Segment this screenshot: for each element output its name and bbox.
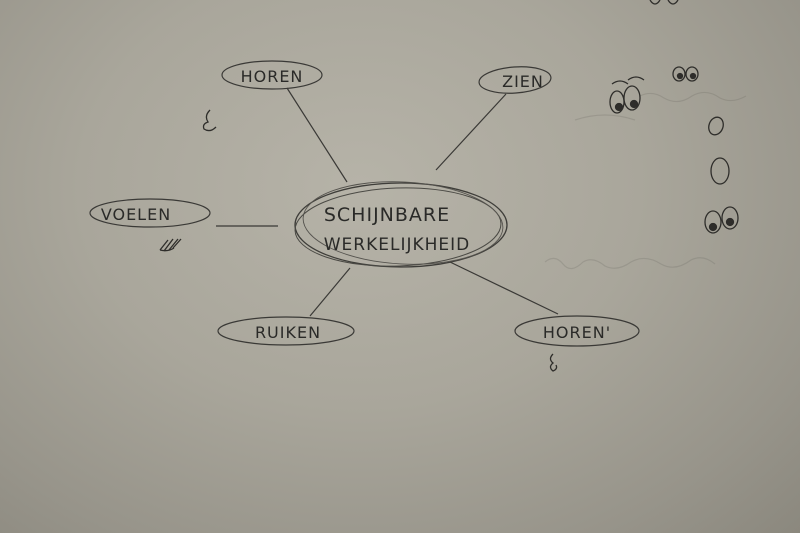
node-zien-label: ZIEN (502, 72, 544, 91)
mouth-icon-open (710, 157, 730, 185)
eyes-icon-bottom (704, 206, 739, 234)
node-voelen: VOELEN (89, 198, 211, 228)
nose-icon (549, 353, 558, 372)
line-to-ruiken (309, 267, 351, 317)
node-zien: ZIEN (478, 66, 552, 94)
eyes-icon-small (672, 66, 699, 82)
doodles (159, 0, 739, 372)
line-to-zien (435, 93, 507, 171)
line-to-horen-top (286, 87, 348, 183)
eyes-icon (609, 76, 645, 114)
hand-icon (159, 238, 182, 252)
node-horen-bottom: HOREN' (514, 315, 640, 347)
node-horen-top: HOREN (221, 60, 323, 90)
ear-icon (202, 109, 217, 132)
mouth-icon (708, 116, 724, 136)
central-label-line1: SCHIJNBARE (324, 204, 450, 226)
node-ruiken: RUIKEN (217, 316, 355, 346)
connector-lines (216, 87, 559, 317)
line-to-horen-bottom (449, 261, 559, 315)
partial-eyes-icon (649, 0, 679, 5)
node-ruiken-label: RUIKEN (255, 323, 321, 342)
node-voelen-label: VOELEN (101, 205, 171, 224)
faded-writing (544, 91, 747, 270)
central-label-line2: WERKELIJKHEID (324, 235, 471, 255)
node-horen-bottom-label: HOREN' (543, 323, 611, 342)
central-node: SCHIJNBARE WERKELIJKHEID (294, 181, 508, 268)
node-horen-top-label: HOREN (241, 67, 304, 86)
